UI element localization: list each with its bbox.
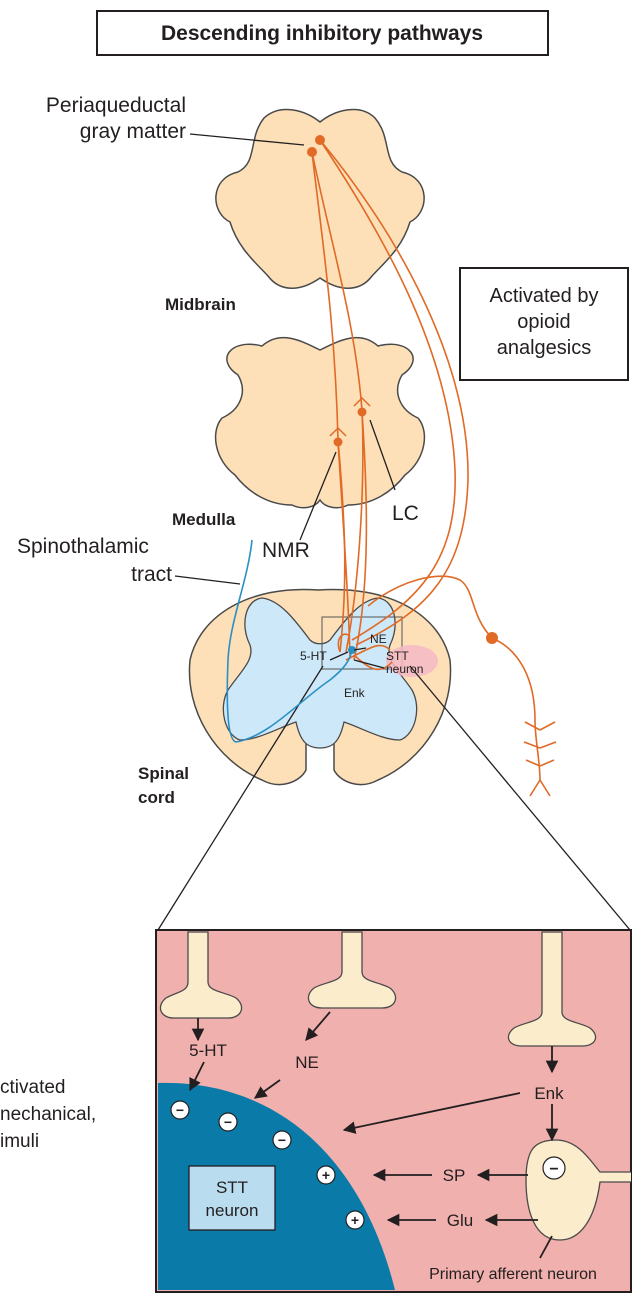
opioid-line-3: analgesics bbox=[497, 337, 592, 359]
zoom-line-right bbox=[410, 666, 630, 930]
title-box: Descending inhibitory pathways bbox=[97, 11, 548, 55]
presynaptic-minus-receptor: − bbox=[543, 1157, 565, 1179]
left-cut-text-1: ctivated bbox=[0, 1077, 65, 1098]
svg-text:+: + bbox=[322, 1167, 330, 1183]
inset-enk-label: Enk bbox=[534, 1084, 564, 1103]
left-cut-text-3: imuli bbox=[0, 1131, 39, 1152]
inset-stt-box bbox=[189, 1166, 275, 1230]
cord-5ht-label: 5-HT bbox=[300, 649, 327, 663]
left-cut-text-2: nechanical, bbox=[0, 1104, 96, 1125]
cord-stt-label: STT bbox=[386, 649, 409, 663]
opioid-line-1: Activated by bbox=[490, 285, 599, 307]
receptor-plus-1: + bbox=[317, 1166, 335, 1184]
inset-sp-label: SP bbox=[443, 1166, 466, 1185]
cord-neuron-label: neuron bbox=[386, 662, 423, 676]
inset-neuron-label: neuron bbox=[206, 1201, 259, 1220]
spinal-label-line-2: cord bbox=[138, 788, 175, 807]
pag-neuron-1 bbox=[315, 135, 325, 145]
receptor-minus-2: − bbox=[219, 1113, 237, 1131]
cord-enk-label: Enk bbox=[344, 686, 366, 700]
svg-text:+: + bbox=[351, 1212, 359, 1228]
pag-label-line-2: gray matter bbox=[80, 120, 186, 143]
opioid-box: Activated by opioid analgesics bbox=[460, 268, 628, 380]
inset-stt-label: STT bbox=[216, 1178, 248, 1197]
afferent-cell-body bbox=[486, 632, 498, 644]
svg-text:−: − bbox=[176, 1102, 184, 1118]
nmr-label: NMR bbox=[262, 539, 310, 562]
receptor-minus-3: − bbox=[273, 1131, 291, 1149]
medulla-label: Medulla bbox=[172, 510, 236, 529]
synapse-inset: STT neuron − − − + + − 5-HT NE Enk SP Gl bbox=[156, 930, 631, 1292]
spinal-label-line-1: Spinal bbox=[138, 764, 189, 783]
diagram-title: Descending inhibitory pathways bbox=[161, 22, 483, 45]
svg-text:−: − bbox=[224, 1114, 232, 1130]
inset-5ht-label: 5-HT bbox=[189, 1041, 227, 1060]
receptor-minus-1: − bbox=[171, 1101, 189, 1119]
spinothalamic-label-line-2: tract bbox=[131, 563, 172, 586]
inset-primary-afferent-label: Primary afferent neuron bbox=[429, 1266, 597, 1283]
midbrain-label: Midbrain bbox=[165, 295, 236, 314]
inset-ne-label: NE bbox=[295, 1053, 319, 1072]
spinothalamic-label-line-1: Spinothalamic bbox=[17, 535, 149, 558]
cord-ne-label: NE bbox=[370, 632, 387, 646]
pag-neuron-2 bbox=[307, 147, 317, 157]
inset-glu-label: Glu bbox=[447, 1211, 473, 1230]
opioid-line-2: opioid bbox=[517, 311, 570, 333]
medulla-section bbox=[216, 338, 425, 508]
lc-label: LC bbox=[392, 502, 419, 525]
svg-text:−: − bbox=[278, 1132, 286, 1148]
pag-label-line-1: Periaqueductal bbox=[46, 94, 186, 117]
svg-text:−: − bbox=[549, 1161, 558, 1178]
receptor-plus-2: + bbox=[346, 1211, 364, 1229]
